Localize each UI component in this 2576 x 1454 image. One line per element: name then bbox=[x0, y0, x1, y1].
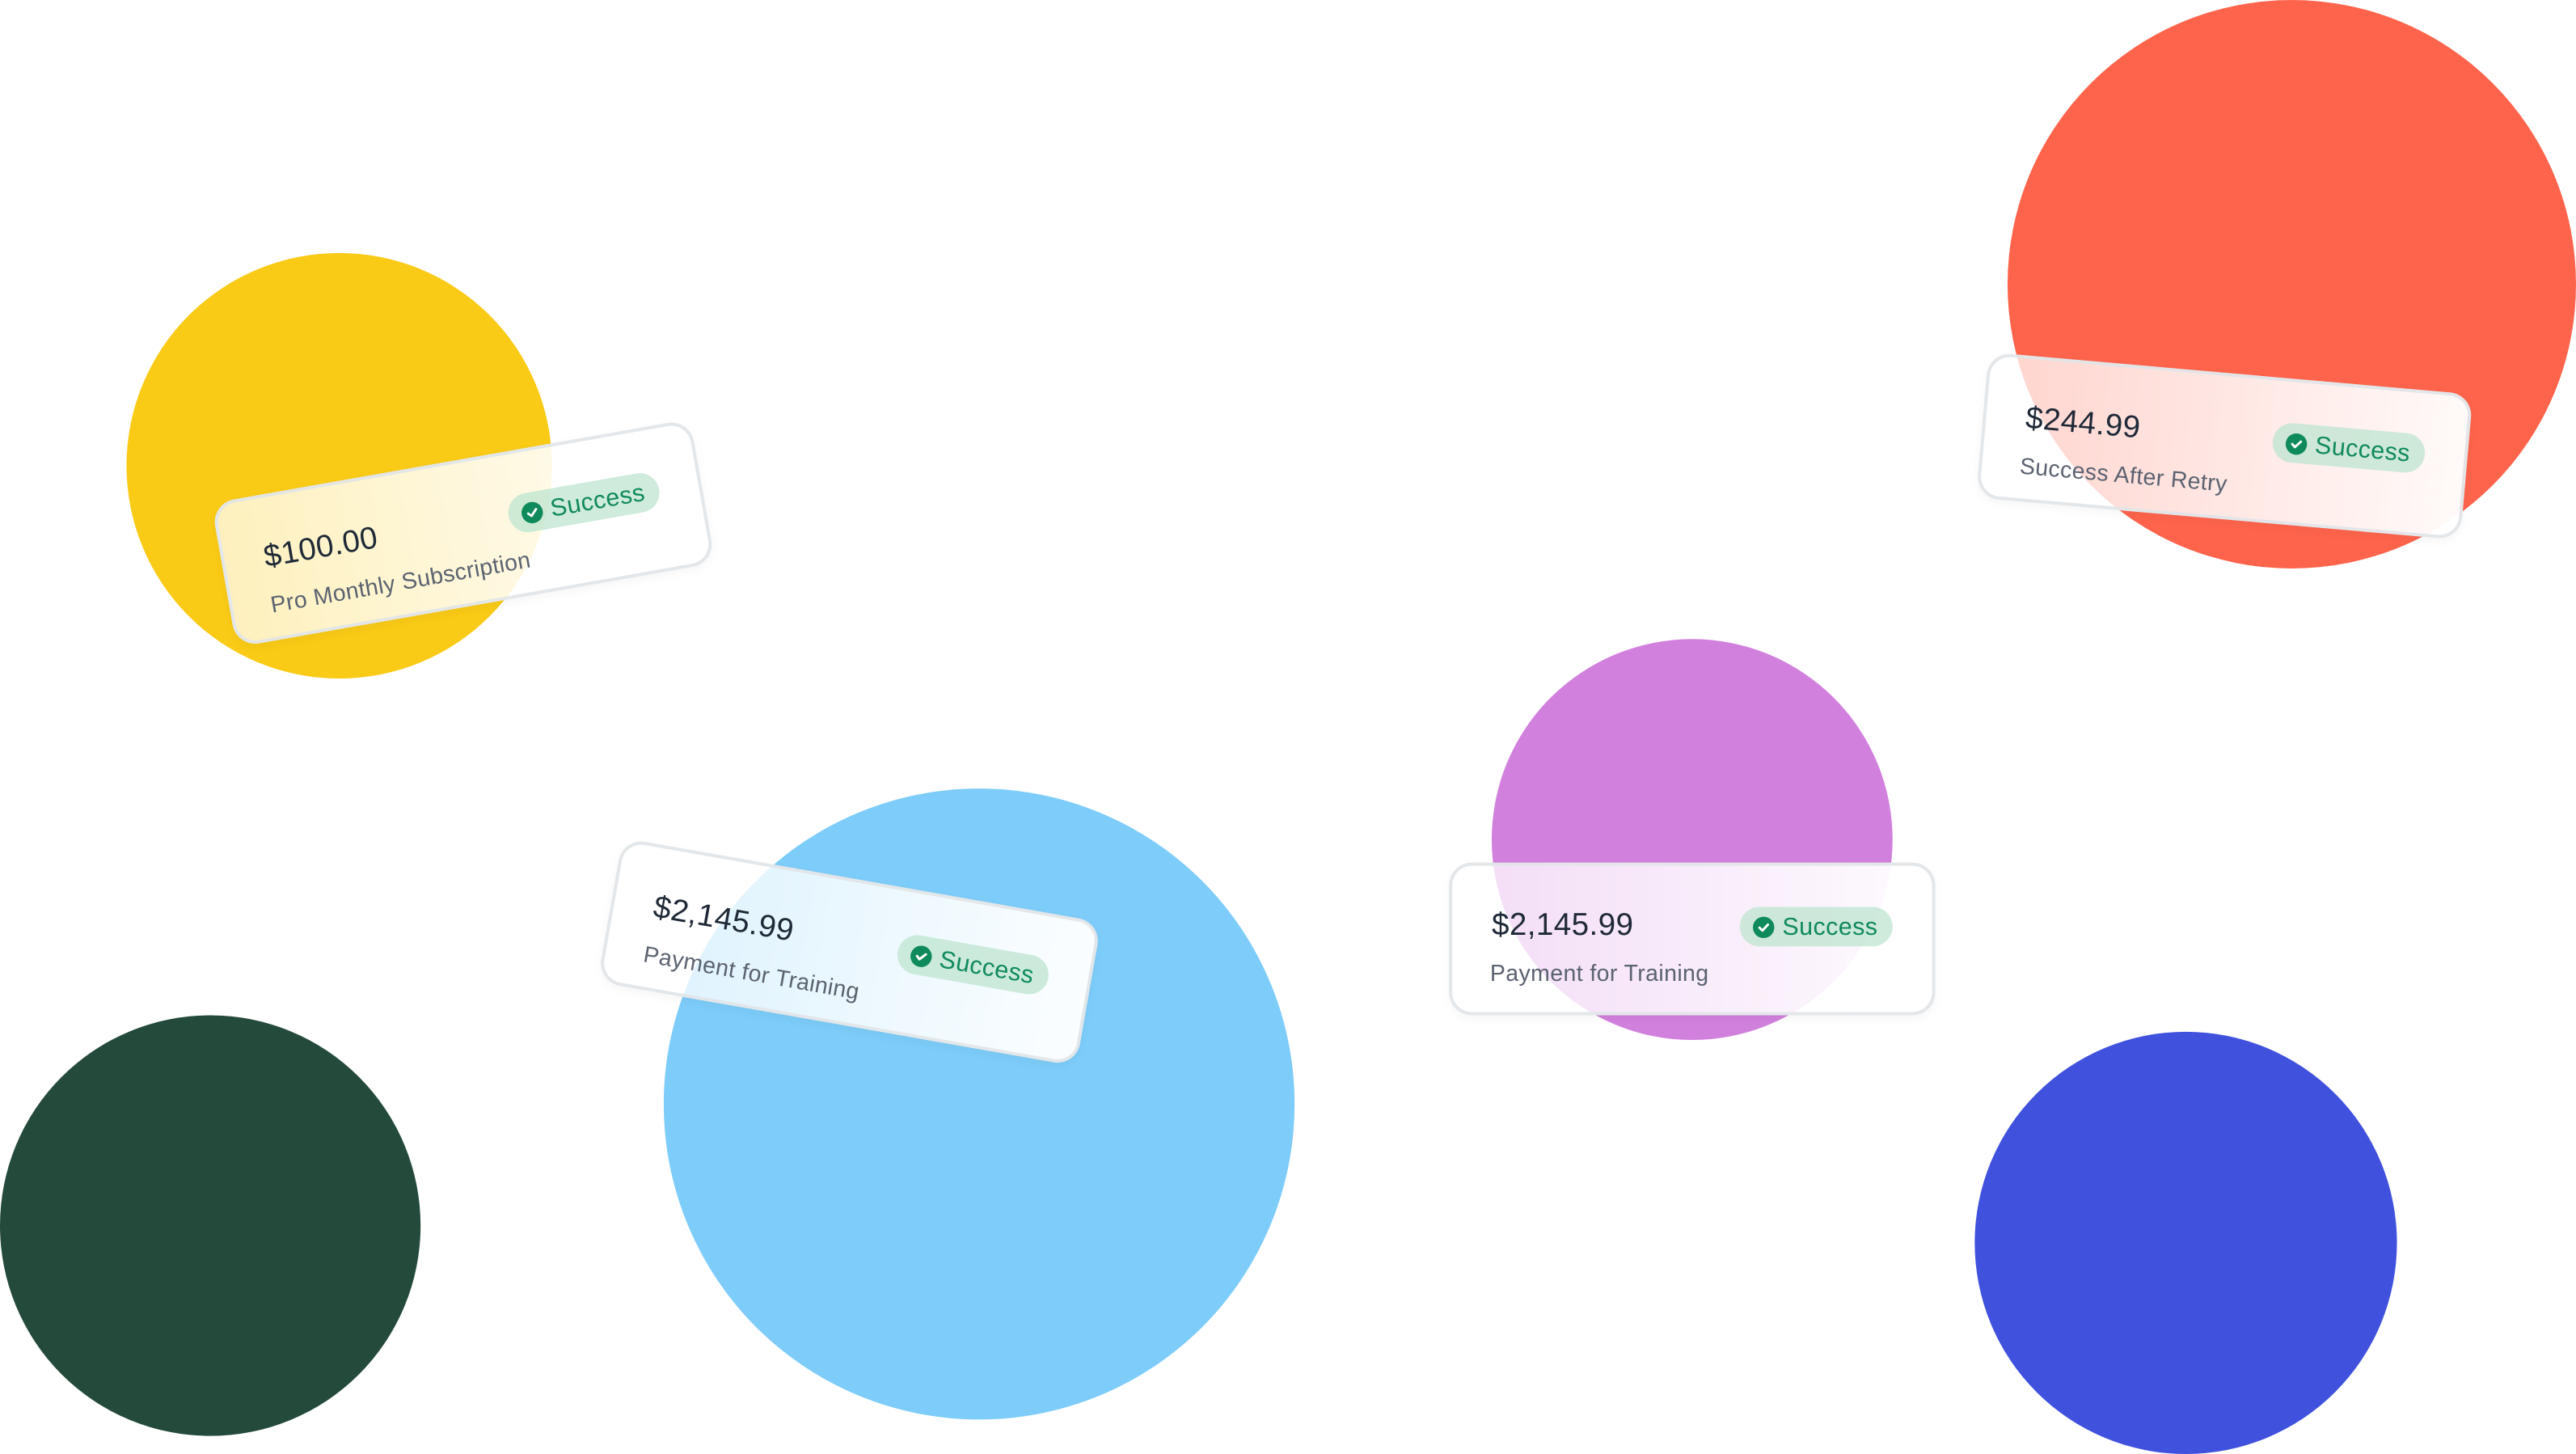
status-label: Success bbox=[2313, 430, 2412, 467]
payment-description: Success After Retry bbox=[2018, 452, 2229, 497]
payment-card: $100.00 Pro Monthly Subscription Success bbox=[211, 419, 716, 648]
status-badge: Success bbox=[1739, 907, 1893, 947]
payment-amount: $100.00 bbox=[261, 521, 381, 576]
status-badge: Success bbox=[894, 932, 1052, 998]
payment-amount: $2,145.99 bbox=[1491, 908, 1634, 944]
status-badge: Success bbox=[2270, 421, 2427, 475]
check-circle-icon bbox=[2284, 431, 2308, 455]
status-label: Success bbox=[937, 945, 1037, 990]
payment-amount: $244.99 bbox=[2024, 401, 2143, 446]
payment-card: $2,145.99 Payment for Training Success bbox=[597, 838, 1102, 1067]
status-label: Success bbox=[1782, 912, 1878, 941]
payment-card: $244.99 Success After Retry Success bbox=[1975, 352, 2473, 540]
status-badge: Success bbox=[505, 470, 663, 536]
green-circle bbox=[0, 1015, 421, 1436]
check-circle-icon bbox=[519, 499, 545, 525]
payment-description: Payment for Training bbox=[1489, 959, 1709, 986]
indigo-circle bbox=[1974, 1031, 2397, 1454]
payment-amount: $2,145.99 bbox=[650, 890, 796, 949]
status-label: Success bbox=[547, 478, 648, 522]
check-circle-icon bbox=[1752, 915, 1775, 938]
payment-description: Payment for Training bbox=[641, 940, 862, 1004]
check-circle-icon bbox=[908, 943, 934, 968]
payment-card: $2,145.99 Payment for Training Success bbox=[1449, 862, 1936, 1016]
